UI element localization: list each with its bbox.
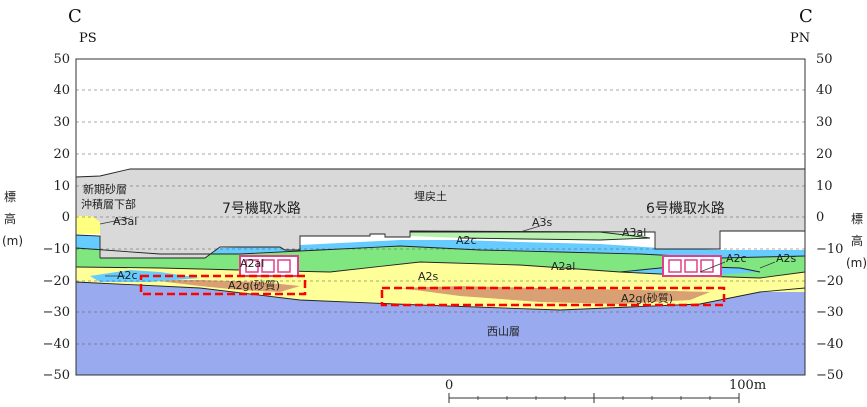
label-a2c-left: A2c [117,269,138,282]
label-a3s: A3s [532,216,553,229]
a3al-layer [76,216,100,234]
left-end-code: PS [79,31,97,46]
label-intake-no7: 7号機取水路 [222,201,301,217]
scale-start-label: 0 [445,378,453,393]
tick-left-0: 0 [62,210,70,225]
tick-right-20: 20 [816,147,833,162]
tick-right-m10: −10 [816,242,843,257]
label-a2g-right: A2g(砂質) [621,291,673,305]
label-a2s-right: A2s [776,252,797,265]
label-a2c-right: A2c [726,252,747,265]
right-end-letter: C [799,6,813,27]
tick-left-m20: −20 [43,274,70,289]
label-lower-alluvium: 沖積層下部 [81,197,136,211]
ylabel-left-char2: 高 [4,211,16,226]
label-a3al-right: A3al [622,226,646,239]
plot-frame [75,58,806,376]
tick-right-10: 10 [816,179,833,194]
label-a2c-mid: A2c [456,234,477,247]
fill-layer [76,169,805,258]
right-axis-ticks: 50 40 30 20 10 0 −10 −20 −30 −40 −50 [816,52,843,383]
a2g-highlight-right [380,286,726,307]
a2g-highlight-left [139,274,307,296]
right-end-code: PN [790,31,810,46]
ylabel-right-char1: 標 [851,212,863,226]
label-a3al: A3al [113,215,137,228]
label-new-sand: 新期砂層 [83,182,127,196]
label-a2al-mid: A2al [551,260,575,273]
tick-right-0: 0 [816,210,824,225]
tick-right-30: 30 [816,115,833,130]
a2c-main-layer [76,235,805,258]
a2g-layer-right [400,286,710,304]
tick-left-m10: −10 [43,242,70,257]
tick-right-40: 40 [816,83,833,98]
ylabel-left-unit: (m) [2,234,23,248]
tick-left-m30: −30 [43,305,70,320]
left-end-letter: C [68,6,82,27]
tick-left-m50: −50 [43,368,70,383]
tick-right-m20: −20 [816,274,843,289]
ylabel-left-char1: 標 [4,190,16,204]
tick-right-m50: −50 [816,368,843,383]
ylabel-right-char2: 高 [851,233,863,248]
label-intake-no6: 6号機取水路 [646,201,725,217]
tick-left-30: 30 [53,115,70,130]
label-a2g-left: A2g(砂質) [228,278,280,292]
scale-bar [448,393,740,403]
scale-end-label: 100m [729,378,766,393]
left-axis-ticks: 50 40 30 20 10 0 −10 −20 −30 −40 −50 [43,52,70,383]
leader-lines [99,217,776,277]
a2g-layer-left [150,280,300,292]
intake-no6-structure [662,255,722,277]
tick-left-10: 10 [53,179,70,194]
tick-right-m30: −30 [816,305,843,320]
tick-left-40: 40 [53,83,70,98]
tick-right-m40: −40 [816,337,843,352]
ylabel-right-unit: (m) [846,256,867,270]
label-nishiyama: 西山層 [487,325,520,338]
tick-left-20: 20 [53,147,70,162]
tick-left-50: 50 [53,52,70,67]
label-fill: 埋戻土 [414,190,447,203]
tick-left-m40: −40 [43,337,70,352]
strata-layers [76,169,805,375]
label-a2al-left: A2al [240,257,264,270]
tick-right-50: 50 [816,52,833,67]
label-a2s-mid: A2s [418,270,439,283]
